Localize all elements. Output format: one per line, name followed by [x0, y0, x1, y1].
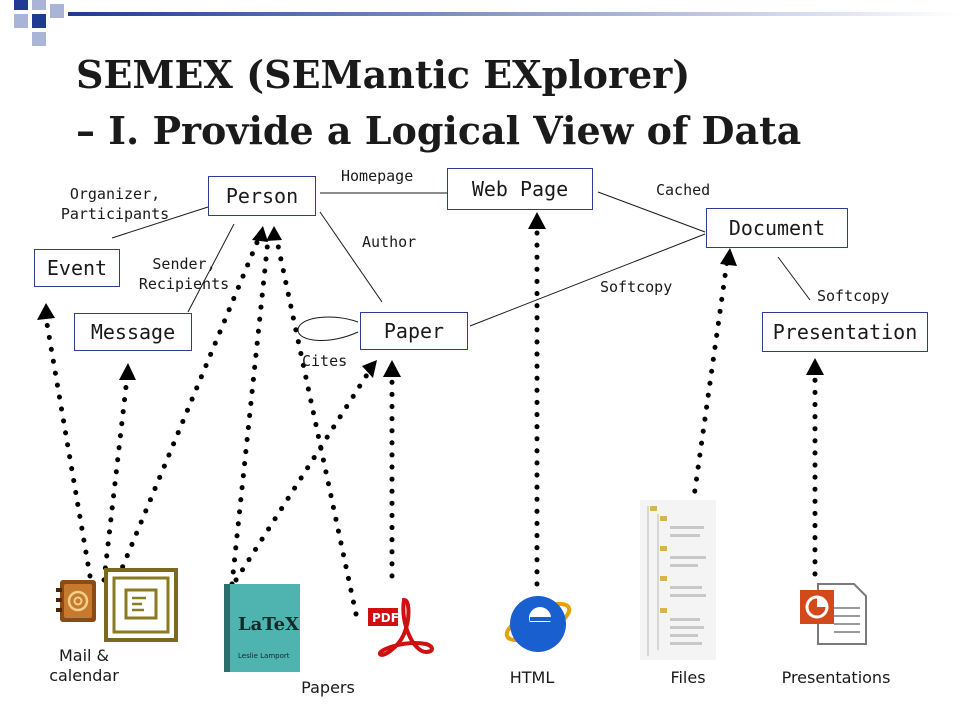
latex-logo: LaTeX — [238, 614, 299, 635]
arrowhead-message — [119, 363, 136, 380]
source-label-mail: Mail & calendar — [49, 646, 119, 685]
label-softcopy-paper: Softcopy — [600, 278, 673, 296]
arrow-latex-to-paper — [233, 367, 373, 583]
edge-paper-cites — [297, 316, 359, 341]
label-organizer-participants: Organizer, Participants — [60, 185, 170, 223]
node-event: Event — [34, 249, 120, 287]
arrowhead-document — [720, 248, 737, 266]
node-web-page: Web Page — [447, 168, 593, 210]
node-paper: Paper — [360, 312, 468, 350]
pdf-icon: PDF — [368, 597, 434, 657]
node-document: Document — [706, 208, 848, 248]
edge-person-paper — [319, 211, 383, 303]
edge-person-event — [111, 206, 209, 239]
source-label-presentations: Presentations — [781, 668, 891, 687]
arrow-files-to-document — [680, 259, 730, 578]
arrowhead-presentation — [806, 358, 824, 375]
slide-title-line1: SEMEX (SEMantic EXplorer) — [76, 52, 691, 97]
edge-person-message — [187, 223, 235, 313]
node-message: Message — [74, 313, 192, 351]
arrowhead-paper-b — [383, 360, 401, 377]
label-cites: Cites — [302, 352, 348, 370]
file-tree-icon — [640, 500, 716, 660]
label-homepage: Homepage — [341, 167, 414, 185]
arrow-pdf-to-person — [273, 233, 359, 617]
address-book-icon — [56, 580, 96, 622]
slide-title-line2: – I. Provide a Logical View of Data — [76, 108, 802, 153]
source-label-papers: Papers — [301, 678, 355, 697]
internet-explorer-icon — [504, 596, 572, 652]
arrowhead-person-b — [266, 226, 282, 241]
node-presentation: Presentation — [762, 312, 928, 352]
edge-webpage-document — [597, 191, 706, 233]
arrow-mail-to-event — [43, 315, 93, 579]
title-decoration — [14, 0, 960, 46]
arrowhead-webpage — [528, 212, 546, 229]
latex-book-icon: LaTeX Leslie Lamport — [224, 584, 300, 672]
pdf-badge: PDF — [372, 611, 399, 625]
arrowhead-paper-a — [362, 360, 377, 378]
source-label-files: Files — [670, 668, 706, 687]
powerpoint-icon — [800, 583, 867, 645]
edge-document-presentation — [777, 256, 811, 301]
label-sender-recipients: Sender, Recipients — [138, 255, 230, 293]
edge-paper-document — [469, 233, 706, 327]
label-author: Author — [362, 233, 417, 251]
node-person: Person — [208, 176, 316, 216]
label-cached: Cached — [656, 181, 711, 199]
label-softcopy-presentation: Softcopy — [817, 287, 890, 305]
arrow-mail-to-person — [115, 237, 261, 581]
source-label-html: HTML — [509, 668, 555, 687]
arrow-mail-to-message — [101, 375, 130, 583]
outlook-icon — [104, 568, 178, 642]
arrowhead-event — [37, 303, 55, 320]
arrow-latex-to-person — [229, 237, 271, 587]
arrowhead-person-a — [252, 226, 268, 242]
latex-author: Leslie Lamport — [238, 652, 290, 660]
